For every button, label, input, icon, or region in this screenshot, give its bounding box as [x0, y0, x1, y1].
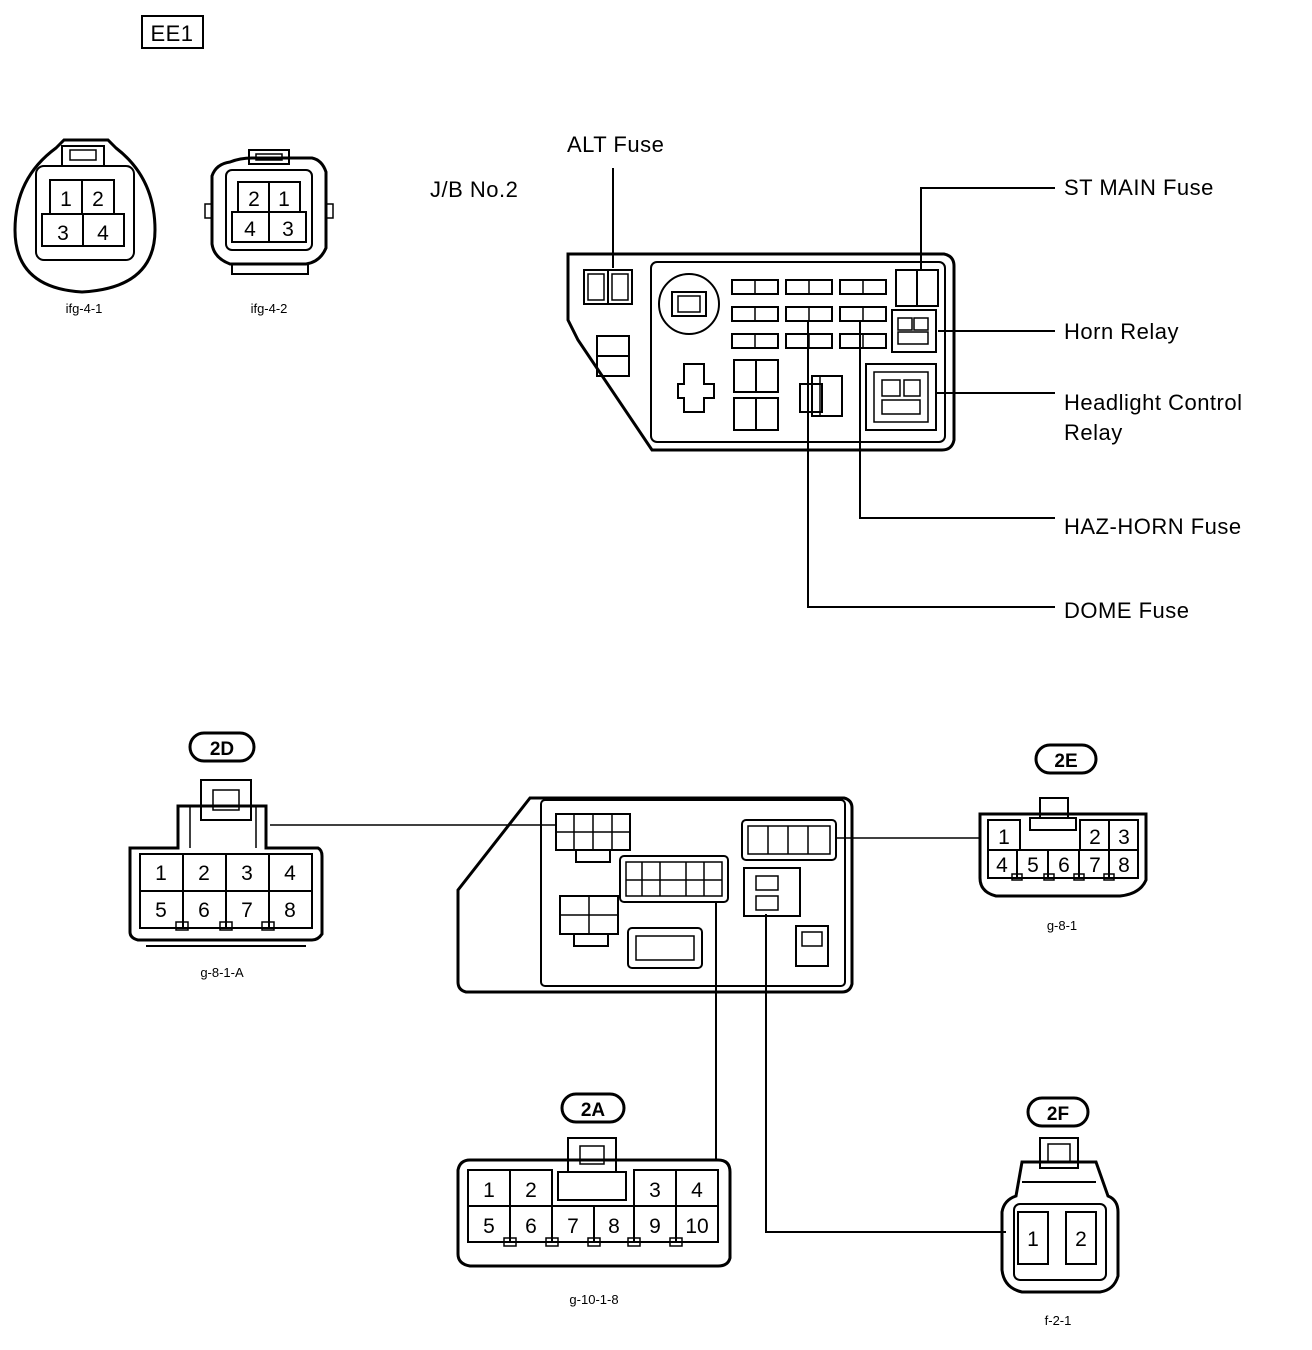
connector-2f-tag: 2F — [1047, 1104, 1069, 1125]
c2d-pin: 6 — [198, 899, 210, 922]
alt-fuse-label: ALT Fuse — [567, 132, 664, 157]
ifg41-pin: 4 — [97, 222, 109, 245]
ifg42-pin: 1 — [278, 188, 290, 211]
ifg41-caption: ifg-4-1 — [66, 301, 103, 316]
c2a-pin: 4 — [691, 1179, 703, 1202]
dome-fuse-label: DOME Fuse — [1064, 598, 1190, 623]
connector-2d-tag: 2D — [210, 739, 234, 760]
connector-2e-tag: 2E — [1054, 751, 1077, 772]
c2e-pin: 4 — [996, 854, 1008, 877]
ifg42-caption: ifg-4-2 — [251, 301, 288, 316]
c2a-pin: 2 — [525, 1179, 537, 1202]
c2d-pin: 3 — [241, 862, 253, 885]
headlight-relay-label: Headlight Control — [1064, 390, 1242, 415]
c2e-pin: 1 — [998, 826, 1010, 849]
connector-2e: 2E 1 2 3 4 5 6 7 8 g-8-1 — [978, 743, 1148, 933]
c2f-caption: f-2-1 — [1045, 1313, 1072, 1328]
c2e-pin: 5 — [1027, 854, 1039, 877]
page-code: EE1 — [141, 15, 204, 49]
c2a-pin: 1 — [483, 1179, 495, 1202]
c2e-pin: 2 — [1089, 826, 1101, 849]
c2f-pin: 1 — [1027, 1228, 1039, 1251]
horn-relay-label: Horn Relay — [1064, 319, 1179, 344]
connector-2a: 2A 1 2 3 4 5 6 7 8 9 10 g-10-1-8 — [456, 1092, 732, 1307]
c2a-pin: 8 — [608, 1215, 620, 1238]
ifg42-pin: 2 — [248, 188, 260, 211]
c2a-pin: 6 — [525, 1215, 537, 1238]
c2d-pin: 8 — [284, 899, 296, 922]
jb-title: J/B No.2 — [430, 177, 518, 202]
ifg41-pin: 3 — [57, 222, 69, 245]
c2e-pin: 7 — [1089, 854, 1101, 877]
connector-ifg-4-1: 1 2 3 4 ifg-4-1 — [13, 138, 157, 316]
c2e-pin: 6 — [1058, 854, 1070, 877]
c2d-pin: 2 — [198, 862, 210, 885]
c2e-pin: 8 — [1118, 854, 1130, 877]
c2d-pin: 7 — [241, 899, 253, 922]
c2a-pin: 9 — [649, 1215, 661, 1238]
connector-2d: 2D 1 2 3 4 5 6 7 8 g-8-1-A — [128, 731, 324, 980]
st-main-fuse-label: ST MAIN Fuse — [1064, 175, 1214, 200]
ifg42-pin: 4 — [244, 218, 256, 241]
c2d-caption: g-8-1-A — [200, 965, 244, 980]
ifg41-pin: 2 — [92, 188, 104, 211]
c2a-pin: 7 — [567, 1215, 579, 1238]
haz-horn-fuse-label: HAZ-HORN Fuse — [1064, 514, 1242, 539]
c2d-pin: 5 — [155, 899, 167, 922]
headlight-relay-label-2: Relay — [1064, 420, 1123, 445]
connector-ifg-4-2: 2 1 4 3 ifg-4-2 — [204, 149, 334, 316]
connector-2f: 2F 1 2 f-2-1 — [1000, 1096, 1120, 1328]
connector-leaders — [270, 824, 1006, 1233]
c2f-pin: 2 — [1075, 1228, 1087, 1251]
c2d-pin: 4 — [284, 862, 296, 885]
connector-2a-tag: 2A — [581, 1100, 606, 1121]
ifg42-pin: 3 — [282, 218, 294, 241]
c2e-pin: 3 — [1118, 826, 1130, 849]
c2d-pin: 1 — [155, 862, 167, 885]
ifg41-pin: 1 — [60, 188, 72, 211]
c2a-pin: 10 — [685, 1215, 708, 1238]
page-code-text: EE1 — [150, 21, 193, 46]
c2a-caption: g-10-1-8 — [569, 1292, 618, 1307]
jb-no2-bottom-view — [456, 796, 854, 994]
c2a-pin: 5 — [483, 1215, 495, 1238]
c2a-pin: 3 — [649, 1179, 661, 1202]
c2e-caption: g-8-1 — [1047, 918, 1077, 933]
callout-leaders — [612, 168, 1055, 608]
jb-no2-top-view: J/B No.2 — [430, 177, 956, 452]
